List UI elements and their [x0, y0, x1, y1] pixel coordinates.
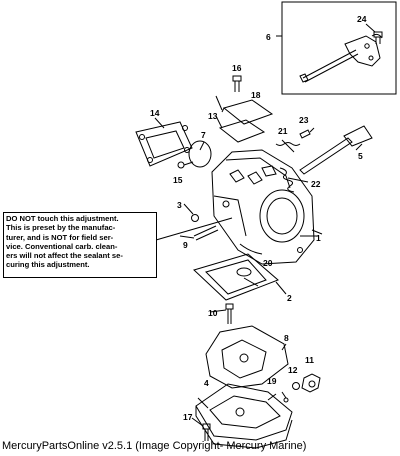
part-8-float [205, 325, 289, 389]
note-line: DO NOT touch this adjustment. [6, 214, 119, 223]
callout-11: 11 [305, 355, 314, 365]
part-13-gasket [218, 119, 266, 143]
note-line: This is preset by the manufac- [6, 223, 116, 233]
callout-17: 17 [183, 412, 193, 422]
callout-15: 15 [173, 175, 183, 185]
part-12-washer [292, 382, 300, 390]
part-24-screw [373, 31, 383, 44]
callout-18: 18 [251, 90, 261, 100]
callout-10: 10 [208, 308, 218, 318]
callout-2: 2 [287, 293, 292, 303]
part-4-float-bowl [195, 383, 293, 449]
part-11-fitting [301, 373, 321, 393]
part-17-screw [202, 423, 211, 441]
part-23-screw [299, 127, 315, 139]
part-7-diaphragm [188, 140, 212, 168]
part-14-gasket [135, 121, 193, 167]
part-21-spring [275, 139, 301, 153]
note-line: curing this adjustment. [6, 260, 90, 270]
part-15-screw [177, 161, 194, 169]
part-2-gasket [193, 253, 279, 301]
callout-20: 20 [263, 258, 273, 268]
callout-3: 3 [177, 200, 182, 210]
part-1-carburetor-body [211, 149, 323, 265]
part-10-screw [225, 303, 234, 324]
callout-4: 4 [204, 378, 209, 388]
callout-16: 16 [232, 63, 242, 73]
note-line: turer, and is NOT for field ser- [6, 232, 114, 242]
callout-13: 13 [208, 111, 218, 121]
note-line: ers will not affect the sealant se- [6, 251, 123, 261]
callout-12: 12 [288, 365, 298, 375]
part-19-screw [281, 391, 289, 403]
note-line: vice. Conventional carb. clean- [6, 241, 118, 251]
callout-19: 19 [267, 376, 277, 386]
adjustment-warning-note: DO NOT touch this adjustment. This is pr… [3, 212, 157, 278]
part-22-spring [279, 167, 295, 193]
callout-22: 22 [311, 179, 321, 189]
part-5-needle-valve [299, 125, 373, 175]
callout-9: 9 [183, 240, 188, 250]
callout-1: 1 [316, 233, 321, 243]
copyright-caption: MercuryPartsOnline v2.5.1 (Image Copyrig… [2, 440, 307, 452]
callout-24: 24 [357, 14, 367, 24]
part-3-washer [191, 214, 199, 222]
inset-box [281, 1, 397, 95]
callout-8: 8 [284, 333, 289, 343]
callout-23: 23 [299, 115, 309, 125]
part-20-o-ring [236, 267, 252, 277]
callout-6: 6 [266, 32, 271, 42]
callout-5: 5 [358, 151, 363, 161]
part-6-throttle-shaft [299, 33, 383, 83]
callout-7: 7 [201, 130, 206, 140]
part-18-plate [222, 99, 274, 125]
part-9-screw [193, 225, 219, 241]
part-16-screw [232, 75, 242, 92]
callout-21: 21 [278, 126, 288, 136]
callout-14: 14 [150, 108, 160, 118]
